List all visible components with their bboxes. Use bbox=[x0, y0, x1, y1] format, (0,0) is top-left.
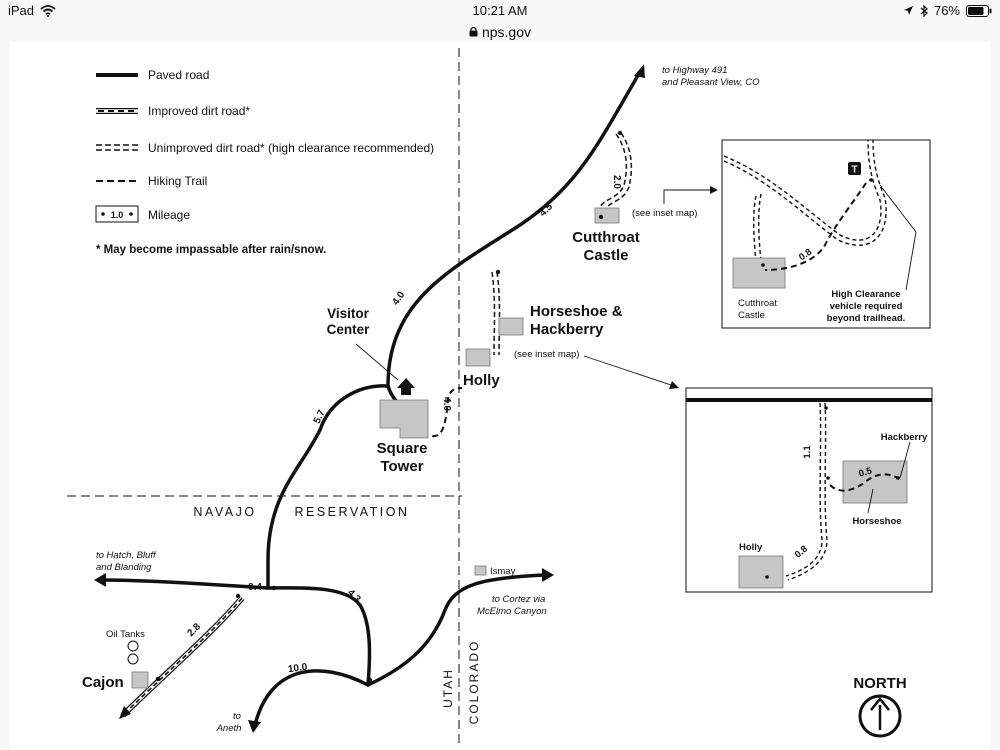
address-bar[interactable]: nps.gov bbox=[0, 20, 1000, 42]
legend-paved-label: Paved road bbox=[148, 68, 209, 82]
site-cutthroat-castle bbox=[594, 207, 620, 224]
inset1-note-line2: vehicle required bbox=[830, 301, 903, 312]
legend-hiking-label: Hiking Trail bbox=[148, 174, 207, 188]
dest-cortez-line2: McElmo Canyon bbox=[477, 606, 547, 617]
label-visitor-line1: Visitor bbox=[327, 306, 370, 321]
inset2-horseshoe: Horseshoe bbox=[852, 516, 901, 527]
label-holly: Holly bbox=[463, 372, 500, 389]
legend: Paved road Improved dirt road* Unimprove… bbox=[95, 68, 434, 256]
north-arrow: NORTH bbox=[853, 675, 907, 738]
inset-cutthroat-castle: T 0.8 Cutthroat Castle High Clearance ve… bbox=[721, 139, 931, 329]
unimproved-roads bbox=[491, 132, 633, 356]
road-junction-east bbox=[266, 586, 372, 687]
mileage-0-4: 0.4 bbox=[248, 582, 262, 593]
reservation-label: RESERVATION bbox=[294, 505, 409, 519]
road-visitor-to-junction bbox=[266, 384, 390, 590]
label-oil-tanks: Oil Tanks bbox=[106, 629, 145, 640]
legend-improved-label: Improved dirt road* bbox=[148, 104, 250, 118]
location-arrow-icon bbox=[903, 6, 913, 15]
inset1-cutthroat-line2: Castle bbox=[738, 310, 765, 321]
label-square-tower-line2: Tower bbox=[380, 458, 423, 475]
mileage-5-7: 5.7 bbox=[312, 408, 328, 426]
label-cajon: Cajon bbox=[82, 674, 124, 691]
callout-arrow-inset1 bbox=[663, 189, 714, 204]
label-ismay: Ismay bbox=[490, 566, 516, 577]
improved-road-cajon bbox=[120, 596, 245, 718]
inset1-note-line1: High Clearance bbox=[831, 289, 900, 300]
dest-hatch-line2: and Blanding bbox=[96, 562, 152, 573]
north-label: NORTH bbox=[853, 675, 906, 692]
utah-label: UTAH bbox=[441, 668, 455, 708]
arrowhead-hatch bbox=[94, 573, 106, 587]
site-horseshoe-hackberry bbox=[498, 317, 524, 336]
see-inset-cutthroat: (see inset map) bbox=[632, 208, 697, 219]
bluetooth-icon bbox=[920, 4, 928, 17]
callout-arrow-inset2 bbox=[583, 355, 675, 387]
arrowhead-aneth bbox=[248, 720, 261, 733]
svg-text:T: T bbox=[851, 165, 857, 176]
mileage-10-0: 10.0 bbox=[287, 662, 308, 676]
road-to-hatch bbox=[101, 578, 270, 590]
url-text: nps.gov bbox=[481, 24, 532, 40]
road-to-highway-491 bbox=[386, 70, 642, 388]
label-horseshoe-line1: Horseshoe & bbox=[530, 303, 623, 320]
mileage-2-8: 2.8 bbox=[185, 621, 203, 639]
inset1-note-line3: beyond trailhead. bbox=[827, 313, 906, 324]
dest-highway-491-line2: and Pleasant View, CO bbox=[662, 77, 760, 88]
arrowhead-cajon bbox=[119, 706, 131, 719]
visitor-center-icon bbox=[397, 378, 415, 395]
mileage-4-0-north: 4.0 bbox=[390, 289, 407, 307]
dest-hatch-line1: to Hatch, Bluff bbox=[96, 550, 157, 561]
inset2-mileage-0-5: 0.5 bbox=[858, 465, 874, 479]
label-horseshoe-line2: Hackberry bbox=[530, 321, 604, 338]
label-visitor-line2: Center bbox=[327, 322, 371, 337]
dest-aneth-line1: to bbox=[233, 711, 241, 722]
navajo-label: NAVAJO bbox=[193, 505, 256, 519]
label-cutthroat-line1: Cutthroat bbox=[572, 229, 640, 246]
park-map: Paved road Improved dirt road* Unimprove… bbox=[67, 48, 933, 745]
site-cajon bbox=[131, 671, 149, 689]
inset2-holly: Holly bbox=[739, 542, 763, 553]
road-to-cortez bbox=[366, 573, 547, 687]
oil-tank bbox=[127, 640, 139, 652]
mileage-4-0-trail: 4.0 bbox=[441, 397, 452, 411]
battery-icon bbox=[966, 4, 992, 17]
site-square-tower bbox=[379, 399, 429, 439]
inset2-hackberry: Hackberry bbox=[881, 432, 928, 443]
road-to-aneth bbox=[253, 669, 370, 727]
visitor-center-leader bbox=[355, 343, 399, 381]
legend-mileage-sample: 1.0 bbox=[111, 210, 124, 220]
trailhead-icon: T bbox=[848, 162, 861, 176]
dest-aneth-line2: Aneth bbox=[216, 723, 242, 734]
oil-tank bbox=[127, 653, 139, 665]
legend-mileage-label: Mileage bbox=[148, 208, 190, 222]
legend-note: * May become impassable after rain/snow. bbox=[96, 244, 326, 256]
arrowhead-cortez bbox=[542, 568, 554, 582]
dest-cortez-line1: to Cortez via bbox=[492, 594, 545, 605]
see-inset-holly: (see inset map) bbox=[514, 349, 579, 360]
mileage-2-0: 2.0 bbox=[611, 175, 622, 189]
inset-holly-horseshoe: 1.1 0.5 0.8 Hackberry Horseshoe Holly bbox=[685, 387, 933, 593]
junction-dots bbox=[155, 130, 623, 683]
label-cutthroat-line2: Castle bbox=[583, 247, 628, 264]
arrowhead-highway-491 bbox=[634, 64, 645, 78]
colorado-label: COLORADO bbox=[467, 640, 481, 725]
label-square-tower-line1: Square bbox=[377, 440, 428, 457]
clock: 10:21 AM bbox=[472, 3, 528, 18]
status-bar: iPad 10:21 AM 76% bbox=[0, 0, 1000, 20]
lock-icon bbox=[469, 26, 478, 36]
site-holly bbox=[465, 348, 491, 367]
battery-percent: 76% bbox=[933, 3, 960, 18]
device-name: iPad bbox=[8, 3, 35, 18]
mileage-4-5: 4.5 bbox=[537, 201, 555, 219]
inset2-mileage-1-1: 1.1 bbox=[802, 445, 813, 459]
inset1-cutthroat-line1: Cutthroat bbox=[738, 298, 777, 309]
wifi-icon bbox=[40, 4, 56, 17]
hiking-trail-square-tower bbox=[397, 387, 463, 438]
site-ismay bbox=[474, 565, 487, 576]
dest-highway-491-line1: to Highway 491 bbox=[662, 65, 727, 76]
paved-roads bbox=[101, 70, 642, 727]
legend-unimproved-label: Unimproved dirt road* (high clearance re… bbox=[148, 141, 434, 155]
map-image: Paved road Improved dirt road* Unimprove… bbox=[10, 42, 990, 750]
